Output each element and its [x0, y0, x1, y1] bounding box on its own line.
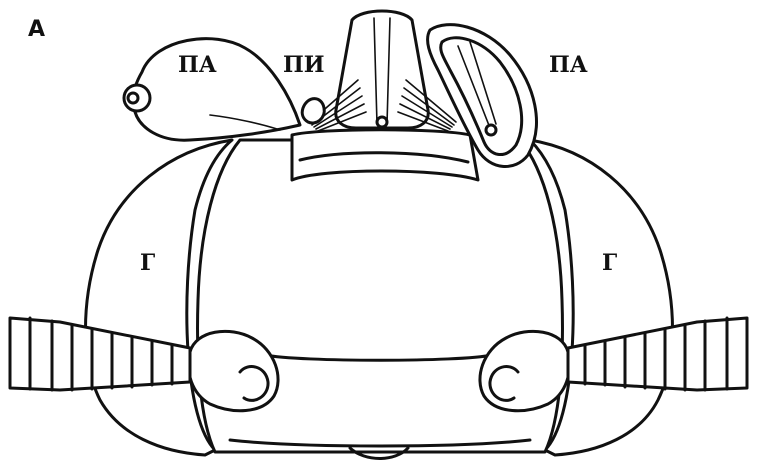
label-pi: ПИ [283, 52, 325, 78]
label-pa-right: ПА [549, 52, 588, 78]
label-g-right: Г [602, 250, 617, 276]
label-pa-left: ПА [178, 52, 217, 78]
panel-letter: А [28, 17, 45, 42]
left-pedicel-knob-core [128, 93, 138, 103]
proboscis-base [377, 117, 387, 127]
label-g-left: Г [140, 250, 155, 276]
right-pedicel-joint [486, 125, 496, 135]
pi-organ [302, 99, 324, 123]
